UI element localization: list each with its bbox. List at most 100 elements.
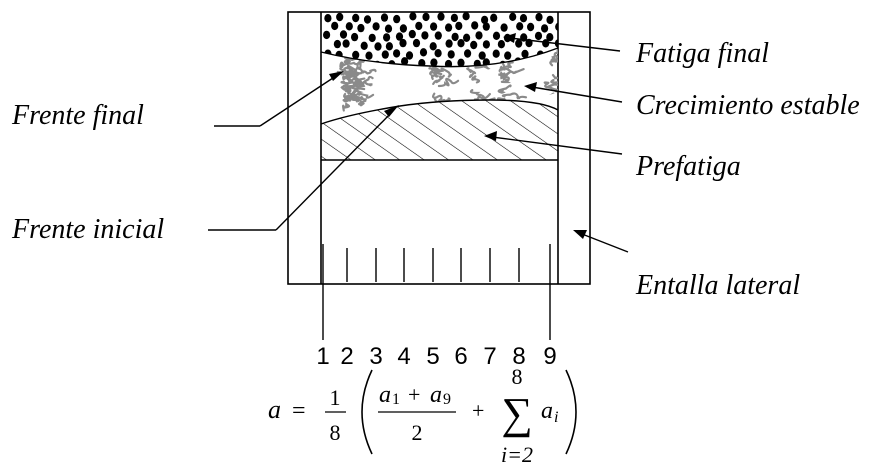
fatigue-dot (451, 32, 459, 42)
growth-squiggle (497, 84, 512, 94)
fatigue-dot (492, 49, 500, 58)
fatigue-dot (478, 51, 486, 60)
fatigue-dot (333, 39, 341, 49)
fatigue-dot (429, 42, 437, 51)
fatigue-dot (437, 12, 445, 21)
fatigue-dot (363, 15, 372, 24)
growth-squiggle (432, 74, 445, 85)
fatigue-dot (447, 50, 455, 59)
fatigue-dot (399, 24, 407, 33)
fatigue-dot (450, 13, 458, 23)
growth-squiggle (437, 77, 460, 88)
fatigue-dot (430, 58, 438, 67)
formula-equals: = (292, 398, 306, 424)
position-4: 4 (397, 343, 410, 370)
fatigue-dot (381, 50, 389, 59)
fatigue-dot (339, 30, 348, 39)
growth-squiggle (489, 56, 502, 63)
right-paren (565, 369, 577, 455)
fatigue-dot (546, 33, 554, 42)
fatigue-dot (554, 39, 558, 48)
fatigue-dot (415, 21, 423, 31)
label-crecimiento-estable: Crecimiento estable (524, 82, 860, 121)
fatigue-dot (541, 24, 549, 33)
prefatiga-label: Prefatiga (635, 151, 741, 182)
average-crack-length-formula: a = 1 8 a 1 + a 9 2 + 8 ∑ i=2 a i (268, 364, 577, 467)
fatigue-dot (365, 51, 373, 60)
position-6: 6 (454, 343, 467, 370)
growth-squiggle (553, 49, 558, 59)
fatigue-dot (352, 50, 360, 60)
fatigue-dot (405, 51, 414, 60)
fatigue-dot (331, 21, 339, 31)
fatigue-dot (412, 38, 421, 48)
position-3: 3 (369, 343, 382, 370)
formula-lhs: a (268, 395, 281, 424)
position-9: 9 (543, 343, 556, 370)
growth-squiggle (431, 71, 443, 78)
fatigue-dot (401, 57, 409, 66)
entalla-lateral-label: Entalla lateral (635, 270, 800, 301)
fatigue-dot (324, 14, 332, 23)
growth-squiggle (343, 59, 363, 66)
fatiga-final-label: Fatiga final (635, 38, 769, 69)
fatigue-dot (457, 39, 465, 48)
growth-squiggle (555, 98, 558, 106)
fatigue-dot (470, 40, 478, 50)
sum-plus: + (472, 398, 484, 423)
fatigue-dot (509, 12, 517, 21)
growth-squiggle (348, 75, 374, 88)
frente-final-label: Frente final (11, 100, 144, 131)
sum-term: a (541, 398, 553, 424)
fatigue-dot (384, 24, 393, 33)
fatigue-dot (352, 13, 360, 23)
growth-squiggle (501, 92, 528, 103)
fatigue-dot (515, 39, 523, 48)
growth-squiggle (548, 92, 558, 102)
fatigue-dot (408, 29, 416, 39)
fatigue-dot (393, 49, 401, 58)
fatigue-dot (393, 14, 401, 24)
position-numbers: 1 2 3 4 5 6 7 8 9 (316, 343, 556, 370)
fatigue-dot (481, 15, 489, 25)
fatigue-dot (445, 23, 453, 32)
fatigue-dot (542, 39, 550, 48)
fatigue-dot (471, 21, 479, 30)
fatigue-dot (546, 15, 554, 25)
growth-squiggle (348, 76, 363, 88)
growth-squiggle (466, 67, 477, 79)
fatigue-dot (351, 32, 359, 42)
fatigue-dot (383, 33, 391, 42)
frac-plus: + (408, 382, 420, 407)
frac-num-a9: a (430, 382, 442, 408)
sum-symbol: ∑ (501, 389, 532, 438)
growth-squiggle (500, 74, 512, 84)
fatigue-dot (372, 22, 380, 31)
growth-squiggle (349, 87, 366, 97)
growth-squiggle (349, 94, 367, 107)
fatigue-dot (539, 58, 547, 67)
fatigue-dot (457, 58, 465, 67)
frac-num-a9-sub: 9 (443, 391, 451, 408)
fatigue-dot (380, 13, 389, 22)
fatigue-dot (492, 31, 501, 40)
growth-squiggle (434, 67, 452, 78)
label-entalla-lateral: Entalla lateral (573, 230, 800, 301)
label-fatiga-final: Fatiga final (503, 33, 769, 69)
fatigue-dot (323, 30, 331, 40)
position-1: 1 (316, 343, 329, 370)
label-frente-final: Frente final (11, 71, 344, 131)
fatigue-dot (374, 42, 382, 51)
fatigue-dot (482, 22, 490, 31)
position-2: 2 (340, 343, 353, 370)
fatigue-dot (555, 22, 558, 31)
fatigue-dot (521, 49, 529, 59)
crecimiento-estable-label: Crecimiento estable (636, 90, 860, 121)
growth-squiggle (549, 59, 558, 67)
fatigue-dot (336, 12, 344, 22)
fatigue-dot (482, 40, 490, 49)
fatigue-dot (527, 22, 535, 32)
fatigue-dot (519, 14, 528, 23)
frac-denominator: 2 (412, 420, 423, 445)
